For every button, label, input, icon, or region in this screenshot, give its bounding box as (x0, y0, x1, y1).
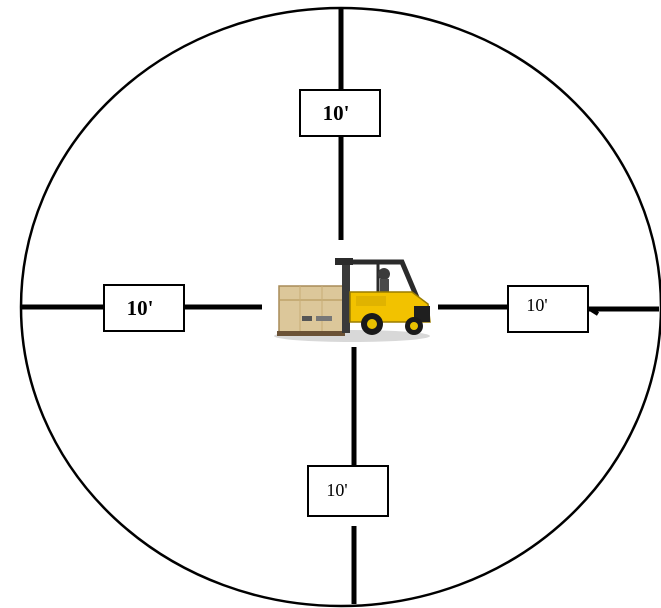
forklift-icon (274, 258, 431, 342)
distance-label-bottom-box: 10' (307, 465, 389, 517)
distance-label-top-box: 10' (299, 89, 381, 137)
distance-label-right-box: 10' (507, 285, 589, 333)
distance-label-bottom: 10' (326, 480, 347, 500)
distance-label-right: 10' (526, 295, 547, 315)
distance-label-left-box: 10' (103, 284, 185, 332)
distance-label-left: 10' (127, 296, 154, 320)
right-arrow-tick (588, 307, 600, 316)
distance-label-top: 10' (323, 101, 350, 125)
crate-icon (278, 285, 344, 333)
